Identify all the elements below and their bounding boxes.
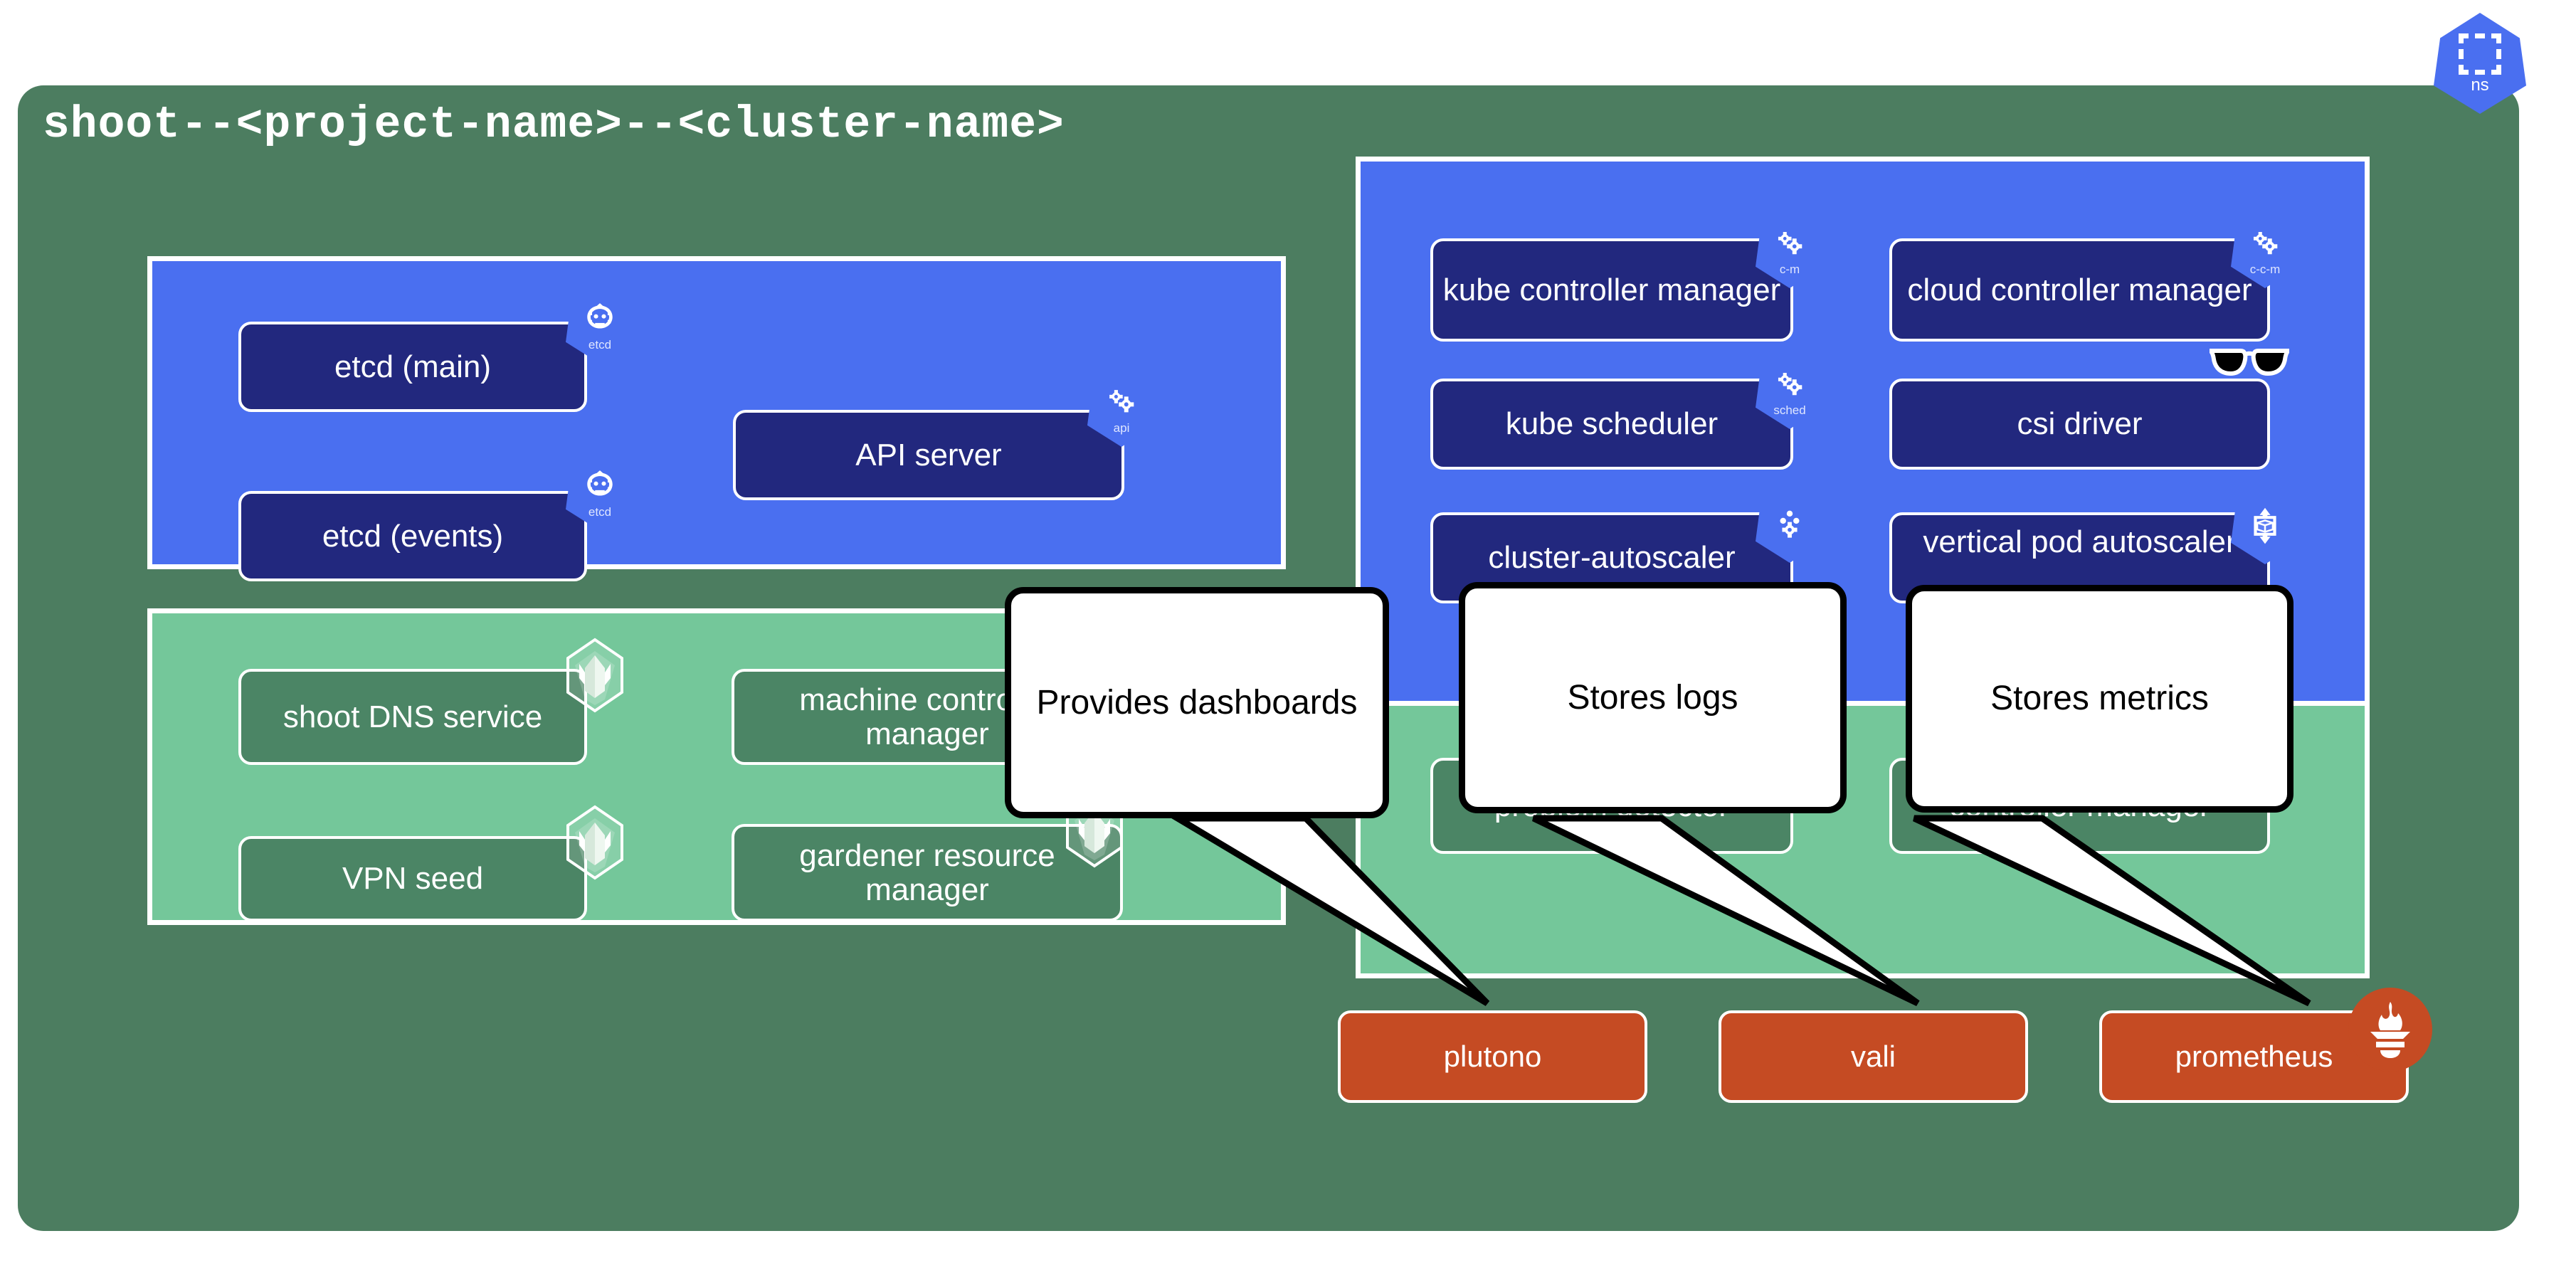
namespace-dashed-box bbox=[2459, 33, 2501, 75]
component-label: VPN seed bbox=[342, 861, 484, 897]
icon-sublabel: c-m bbox=[1779, 263, 1800, 276]
gardener-leaf-icon bbox=[562, 637, 628, 714]
callout-text: Provides dashboards bbox=[1036, 683, 1358, 722]
gardener-leaf-icon bbox=[562, 804, 628, 881]
component-label: csi driver bbox=[2017, 406, 2143, 442]
shoot-namespace-container: shoot--<project-name>--<cluster-name> et… bbox=[18, 85, 2519, 1231]
callout-tail-prometheus bbox=[1779, 747, 2348, 1046]
component-label: etcd (events) bbox=[322, 518, 504, 554]
component-label: vali bbox=[1850, 1040, 1896, 1074]
component-box-cloud-controller-manager[interactable]: cloud controller manager bbox=[1889, 238, 2270, 342]
callout-text: Stores logs bbox=[1567, 678, 1738, 717]
component-box-vpn-seed[interactable]: VPN seed bbox=[238, 836, 587, 921]
component-box-plutono[interactable]: plutono bbox=[1338, 1010, 1647, 1103]
icon-sublabel: etcd bbox=[588, 338, 612, 352]
component-label: vertical pod autoscaler bbox=[1923, 524, 2237, 559]
component-label: API server bbox=[855, 437, 1002, 472]
sunglasses-icon bbox=[2204, 344, 2295, 384]
component-box-etcd-main[interactable]: etcd (main) bbox=[238, 322, 587, 412]
callout-text: Stores metrics bbox=[1990, 680, 2209, 718]
callout-bubble-stores-logs: Stores logs bbox=[1459, 582, 1847, 813]
icon-sublabel: api bbox=[1113, 421, 1130, 435]
component-box-api-server[interactable]: API server bbox=[733, 410, 1124, 500]
icon-sublabel: c-c-m bbox=[2249, 263, 2281, 276]
component-box-kube-controller-manager[interactable]: kube controller manager bbox=[1430, 238, 1793, 342]
component-box-gardener-resource-manager[interactable]: gardener resource manager bbox=[732, 824, 1123, 921]
callout-bubble-provides-dashboards: Provides dashboards bbox=[1005, 587, 1389, 818]
component-box-etcd-events[interactable]: etcd (events) bbox=[238, 491, 587, 581]
namespace-title: shoot--<project-name>--<cluster-name> bbox=[43, 100, 1065, 150]
prometheus-icon bbox=[2348, 988, 2432, 1072]
callout-tail-plutono bbox=[996, 747, 1551, 1046]
component-box-shoot-dns-service[interactable]: shoot DNS service bbox=[238, 669, 587, 765]
component-label: plutono bbox=[1443, 1040, 1542, 1074]
callout-tail-vali bbox=[1395, 747, 1950, 1046]
callout-bubble-stores-metrics: Stores metrics bbox=[1906, 585, 2293, 813]
component-label: kube scheduler bbox=[1505, 406, 1719, 442]
namespace-label: ns bbox=[2471, 75, 2489, 95]
component-box-csi-driver[interactable]: csi driver bbox=[1889, 379, 2270, 470]
component-label: cluster-autoscaler bbox=[1488, 540, 1736, 576]
component-box-vali[interactable]: vali bbox=[1719, 1010, 2028, 1103]
icon-sublabel: sched bbox=[1773, 403, 1806, 417]
icon-sublabel: etcd bbox=[588, 505, 612, 519]
component-label: gardener resource manager bbox=[799, 837, 1055, 907]
component-label: etcd (main) bbox=[334, 349, 492, 384]
component-label: cloud controller manager bbox=[1907, 272, 2252, 307]
component-label: prometheus bbox=[2175, 1040, 2333, 1074]
component-label: shoot DNS service bbox=[283, 699, 543, 734]
component-box-kube-scheduler[interactable]: kube scheduler bbox=[1430, 379, 1793, 470]
component-label: kube controller manager bbox=[1442, 272, 1781, 307]
